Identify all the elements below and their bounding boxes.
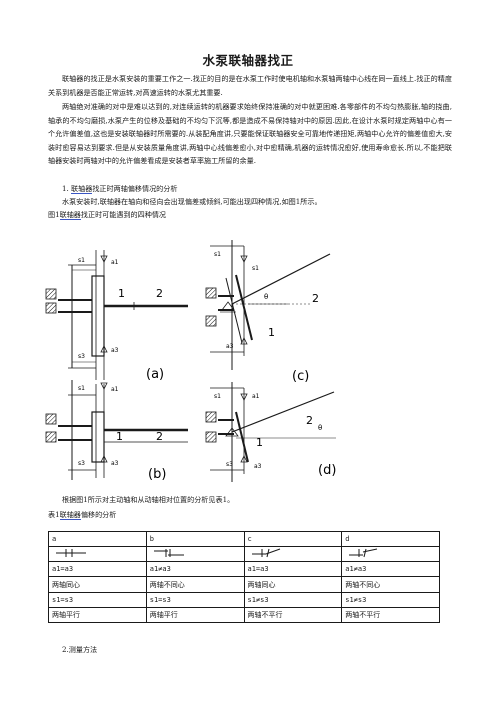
section-heading-2: 2.测量方法 [62, 645, 98, 654]
table-cell: s1=s3 [145, 591, 245, 608]
coupling-link[interactable]: 联轴器 [59, 510, 81, 520]
label-shaft-2: 2 [156, 287, 163, 300]
table-cell: 两轴同心 [48, 576, 147, 593]
figure-number: 图1 [48, 210, 60, 219]
paragraph-intro: 联轴器的找正是水泵安装的重要工作之一.找正的目的是在水泵工作时使电机轴和水泵轴两… [48, 74, 452, 97]
label-s1: s1 [214, 393, 221, 400]
symbol-coaxial-parallel [56, 549, 86, 558]
symbol-offset-parallel [153, 549, 184, 558]
symbol-cell [243, 546, 343, 563]
label-shaft-2: 2 [156, 430, 163, 443]
table-row-axial: a1=a3 a1≠a3 a1=a3 a1≠a3 [48, 561, 440, 578]
label-shaft-1: 1 [268, 326, 275, 339]
table-row-parallel: 两轴平行 两轴平行 两轴不平行 两轴不平行 [48, 606, 440, 624]
deviation-table: a b c d a1=a3 a1≠a3 a1=a3 a1≠a3 两轴同心 两轴不… [48, 530, 440, 624]
symbol-coaxial-angled [251, 548, 280, 558]
label-a3: a3 [254, 463, 262, 470]
section-number: 1. [62, 184, 69, 193]
label-a3: a3 [111, 347, 119, 354]
table-cell: a1≠a3 [341, 561, 440, 578]
table-cell: 两轴平行 [48, 606, 147, 624]
figure-caption: 图1联轴器找正时可能遇到的四种情况 [48, 208, 166, 221]
label-case-b: (b) [148, 467, 166, 482]
label-a1: a1 [111, 259, 119, 266]
table-caption-text: 偏移的分析 [80, 510, 117, 519]
table-cell: s1≠s3 [243, 591, 343, 608]
label-case-c: (c) [292, 369, 309, 384]
label-a3: a3 [111, 460, 119, 467]
symbol-cell [145, 546, 245, 563]
label-shaft-2: 2 [306, 414, 313, 427]
table-row-symbols [48, 546, 440, 563]
diagram-a: s1 s3 a1 a3 1 2 (a) [45, 250, 188, 382]
label-s3: s3 [78, 353, 85, 360]
symbol-offset-angled [349, 548, 378, 558]
label-case-d: (d) [318, 463, 336, 478]
label-s1: s1 [78, 385, 85, 392]
symbol-cell [341, 546, 440, 563]
label-a1: a1 [111, 386, 119, 393]
table-row-radial: s1=s3 s1=s3 s1≠s3 s1≠s3 [48, 591, 440, 608]
symbol-cell [48, 546, 147, 563]
label-shaft-1: 1 [256, 436, 263, 449]
label-theta: θ [264, 293, 268, 301]
section-heading-text: 找正时两轴偏移情况的分析 [92, 184, 178, 193]
table-cell: a1=a3 [243, 561, 343, 578]
coupling-link[interactable]: 联轴器 [59, 210, 81, 220]
paragraph-tolerance: 两轴绝对准确的对中是难以达到的,对连续运转的机器要求始终保持准确的对中就更困难.… [48, 102, 452, 166]
diagram-b: s1 s3 a1 a3 1 2 (b) [45, 380, 188, 482]
table-cell: 两轴平行 [145, 606, 245, 624]
figure-caption-text: 找正时可能遇到的四种情况 [80, 210, 167, 219]
table-cell: 两轴不同心 [341, 576, 440, 593]
table-row-concentric: 两轴同心 两轴不同心 两轴同心 两轴不同心 [48, 576, 440, 593]
table-number: 表1 [48, 510, 60, 519]
paragraph-table-intro: 根据图1所示对主动轴和从动轴相对位置的分析见表1。 [62, 495, 235, 504]
label-s3: s3 [78, 460, 85, 467]
table-header-a: a [48, 530, 147, 548]
table-cell: a1=a3 [48, 561, 147, 578]
label-case-a: (a) [146, 367, 164, 382]
table-cell: s1≠s3 [341, 591, 440, 608]
table-cell: 两轴不平行 [341, 606, 440, 624]
label-shaft-1: 1 [118, 287, 125, 300]
table-cell: a1≠a3 [145, 561, 245, 578]
paragraph-four-cases: 水泵安装时,联轴器在轴向和径向会出现偏差或倾斜,可能出现四种情况,如图1所示。 [62, 197, 322, 206]
table-header-c: c [243, 530, 343, 548]
label-theta: θ [318, 424, 322, 432]
label-s1: s1 [252, 265, 259, 272]
label-a3: a3 [226, 343, 234, 350]
label-s3: s3 [226, 461, 233, 468]
diagram-d: a1 s1 s3 a3 θ 1 2 (d) [205, 382, 336, 482]
coupling-link[interactable]: 联轴器 [71, 184, 93, 194]
diagram-c: s1 s1 a3 θ 1 2 (c) [205, 240, 331, 384]
section-heading-1: 1. 联轴器找正时两轴偏移情况的分析 [62, 182, 177, 195]
table-cell: 两轴同心 [243, 576, 343, 593]
label-shaft-2: 2 [312, 292, 319, 305]
label-s1: s1 [214, 251, 221, 258]
label-a1: a1 [252, 393, 260, 400]
table-cell: 两轴不平行 [243, 606, 343, 624]
label-s1: s1 [78, 257, 85, 264]
table-header-row: a b c d [48, 530, 440, 548]
table-cell: s1=s3 [48, 591, 147, 608]
label-shaft-1: 1 [116, 430, 123, 443]
table-cell: 两轴不同心 [145, 576, 245, 593]
table-header-b: b [145, 530, 245, 548]
table-caption: 表1联轴器偏移的分析 [48, 508, 116, 521]
table-header-d: d [341, 530, 440, 548]
document-title: 水泵联轴器找正 [202, 53, 294, 68]
